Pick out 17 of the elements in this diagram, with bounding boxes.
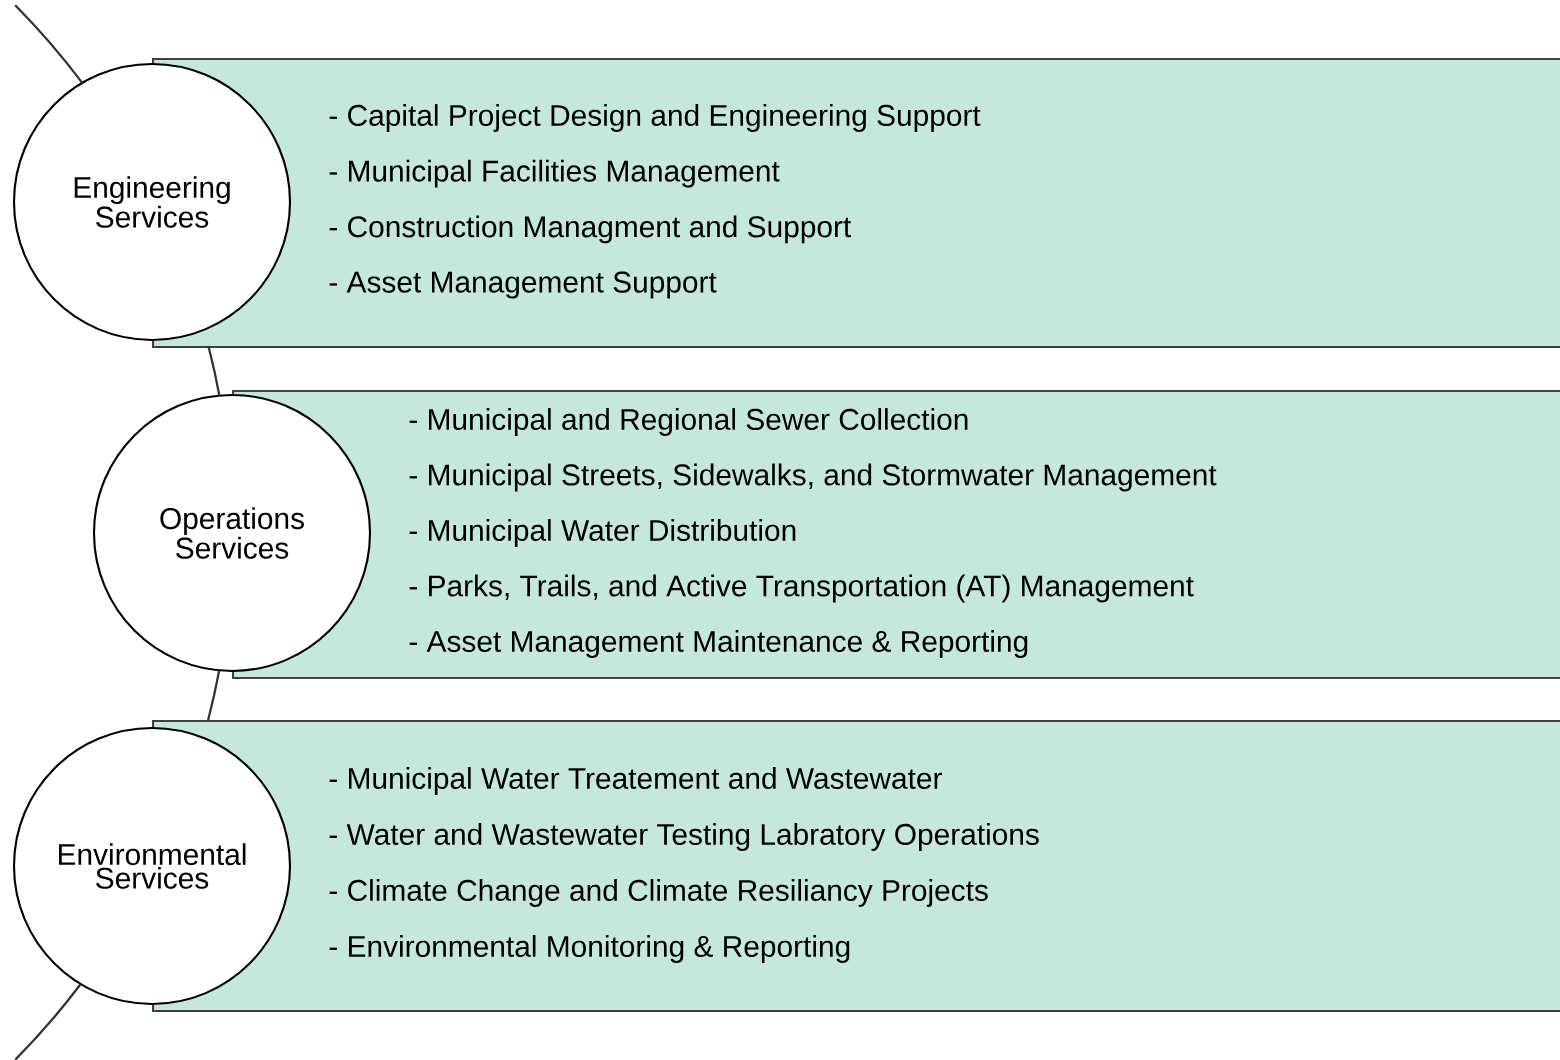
list-item: - Climate Change and Climate Resiliancy Projects [329, 879, 988, 907]
list-item: - Municipal Water Treatement and Wastewater [329, 767, 942, 795]
list-item: - Municipal Water Distribution [409, 519, 796, 547]
list-item: - Environmental Monitoring & Reporting [329, 935, 850, 963]
list-item: - Asset Management Maintenance & Reporting [409, 630, 1028, 658]
list-item: - Municipal Facilities Management [329, 159, 780, 188]
curved-line [207, 670, 221, 721]
list-item: - Water and Wastewater Testing Labratory Operations [329, 823, 1039, 851]
list-item: - Municipal Streets, Sidewalks, and Stormwater Management [409, 463, 1217, 492]
list-item: - Construction Managment and Support [329, 215, 851, 244]
curved-line [14, 4, 84, 84]
curved-line [207, 345, 221, 396]
list-item: - Parks, Trails, and Active Transportation (AT) Management [409, 574, 1194, 603]
list-item: - Capital Project Design and Engineering Support [329, 104, 981, 132]
list-item: - Municipal and Regional Sewer Collection [409, 408, 968, 436]
curved-line [14, 983, 82, 1060]
list-item: - Asset Management Support [329, 271, 717, 299]
